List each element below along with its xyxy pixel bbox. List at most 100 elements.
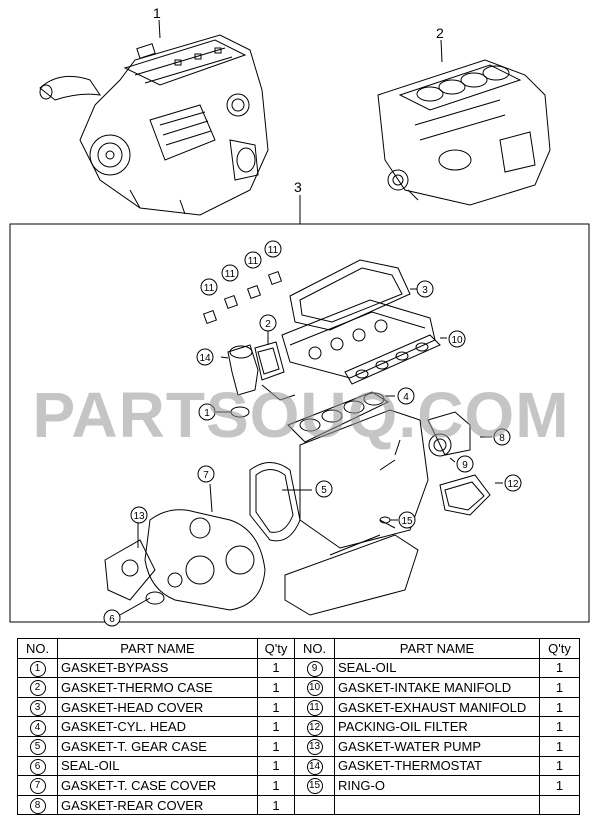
callout-7: 7 [197,465,215,483]
part-name-cell: GASKET-T. CASE COVER [57,775,258,796]
part-name-cell: GASKET-T. GEAR CASE [57,735,258,757]
callout-5: 5 [315,480,333,498]
callout-1: 1 [198,403,216,421]
svg-text:4: 4 [403,392,409,403]
callout-11-b: 11 [221,264,239,282]
part-number-cell: 2 [17,677,58,698]
thermostat-housing-illustration [227,344,259,396]
part-number-cell: 1 [17,657,58,679]
quantity-cell: 1 [257,677,295,698]
quantity-cell: 1 [257,735,295,757]
part-name-cell: GASKET-THERMOSTAT [334,755,540,777]
callout-13: 13 [130,506,148,524]
part-name-cell: GASKET-HEAD COVER [57,696,258,718]
gasket-kit-frame [9,223,590,623]
header-qty-right: Q'ty [539,638,580,659]
callout-block: 2 [436,25,444,41]
part-number-badge: 7 [29,778,46,795]
part-number-badge: 8 [29,798,46,814]
intake-manifold-gasket [344,334,441,385]
callout-4: 4 [397,387,415,405]
quantity-cell: 1 [257,755,295,777]
quantity-cell: 1 [257,775,295,796]
svg-text:2: 2 [265,319,271,330]
part-number-badge: 10 [306,680,323,697]
part-number-cell: 9 [294,657,335,679]
svg-text:11: 11 [248,256,259,267]
part-number-cell: 13 [294,735,335,757]
part-number-cell: 11 [294,696,335,718]
part-number-badge: 15 [306,778,323,795]
quantity-cell: 1 [539,755,580,777]
header-part-name-left: PART NAME [57,638,258,659]
engine-block-outline [299,409,429,549]
bypass-gasket [230,406,250,418]
quantity-cell: 1 [539,657,580,679]
engine-assembly-illustration [39,34,269,216]
part-name-cell: GASKET-INTAKE MANIFOLD [334,677,540,698]
part-number-cell [294,794,335,816]
svg-text:13: 13 [133,511,145,522]
cylinder-block-illustration [377,59,551,206]
part-number-cell: 8 [17,794,58,816]
svg-text:15: 15 [401,516,413,527]
header-qty-left: Q'ty [257,638,295,659]
callout-11-d: 11 [264,240,282,258]
svg-text:11: 11 [204,283,215,294]
part-number-badge: 12 [306,719,323,736]
callout-9: 9 [456,455,474,473]
oil-filter-packing [439,474,491,516]
part-number-cell: 15 [294,775,335,796]
callout-11-c: 11 [244,251,262,269]
part-number-badge: 5 [29,739,46,756]
part-number-cell: 3 [17,696,58,718]
part-name-cell: GASKET-WATER PUMP [334,735,540,757]
part-name-cell: GASKET-EXHAUST MANIFOLD [334,696,540,718]
callout-kit: 3 [294,179,302,195]
cylinder-head-gasket [287,391,390,443]
part-number-cell: 14 [294,755,335,777]
part-number-badge: 6 [29,758,46,775]
table-header-row: NO. PART NAME Q'ty NO. PART NAME Q'ty [17,638,580,659]
part-number-badge: 3 [29,700,46,716]
callout-6: 6 [103,609,121,627]
svg-text:7: 7 [203,470,209,481]
timing-gear-case-gasket [249,462,301,542]
header-no-right: NO. [294,638,335,659]
callout-11-a: 11 [200,278,218,296]
part-number-cell: 12 [294,716,335,737]
svg-text:1: 1 [204,408,210,419]
part-name-cell: GASKET-REAR COVER [57,794,258,816]
front-oil-seal [145,591,165,605]
head-cover-gasket [289,259,411,331]
callout-3: 3 [416,280,434,298]
part-number-cell: 4 [17,716,58,737]
rear-cover-gasket [427,411,471,456]
part-number-badge: 9 [306,660,323,677]
svg-text:6: 6 [109,614,115,625]
quantity-cell: 1 [257,696,295,718]
quantity-cell: 1 [539,677,580,698]
quantity-cell: 1 [257,657,295,679]
quantity-cell: 1 [539,735,580,757]
part-number-cell: 10 [294,677,335,698]
part-name-cell [334,794,540,816]
svg-text:10: 10 [451,335,463,346]
part-number-badge: 1 [29,660,46,677]
callout-2: 2 [259,314,277,332]
water-pump-gasket [104,539,156,601]
callout-8: 8 [493,428,511,446]
svg-text:5: 5 [321,485,327,496]
part-number-badge: 2 [29,680,46,697]
svg-text:12: 12 [507,479,519,490]
callout-engine: 1 [153,5,161,21]
part-number-badge: 13 [306,739,323,756]
part-number-badge: 4 [29,719,46,736]
callout-14: 14 [196,348,214,366]
